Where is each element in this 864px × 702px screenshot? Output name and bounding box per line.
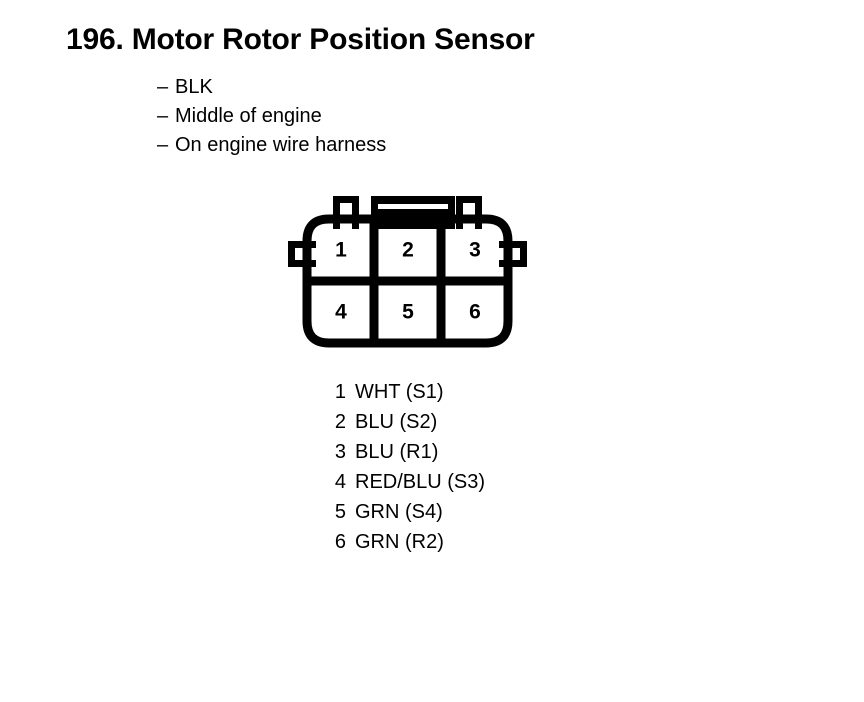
dash-icon: – [157,105,169,127]
connector-pin-grid [307,219,508,343]
connector-pin-3: 3 [469,239,481,262]
spec-list-item-label: BLK [175,76,213,98]
legend-pin-description: GRN (S4) [355,501,443,523]
connector-pin-6: 6 [469,301,481,324]
legend-row: 1 WHT (S1) [330,377,485,407]
legend-pin-description: BLU (R1) [355,441,439,463]
connector-right-latch-tab [499,241,527,267]
legend-row: 3 BLU (R1) [330,437,485,467]
connector-pin-2: 2 [402,239,414,262]
connector-svg: 1 2 3 4 5 6 [288,196,527,348]
spec-list: –BLK –Middle of engine –On engine wire h… [157,73,386,160]
connector-diagram: 1 2 3 4 5 6 [283,193,533,348]
legend-pin-description: WHT (S1) [355,381,444,403]
connector-pin-5: 5 [402,301,414,324]
legend-pin-description: GRN (R2) [355,531,444,553]
legend-pin-number: 1 [334,381,346,403]
connector-body [302,214,513,348]
spec-list-item: –BLK [157,73,386,102]
legend-pin-number: 6 [334,531,346,553]
legend-row: 4 RED/BLU (S3) [330,467,485,497]
dash-icon: – [157,76,169,98]
legend-pin-number: 5 [334,501,346,523]
connector-top-right-tab [456,196,482,229]
legend-pin-number: 3 [334,441,346,463]
spec-list-item: –Middle of engine [157,102,386,131]
legend-pin-number: 4 [334,471,346,493]
page-title: 196. Motor Rotor Position Sensor [66,23,535,56]
connector-left-latch-tab [288,241,316,267]
connector-pin-1: 1 [335,239,347,262]
connector-top-left-tab [333,196,359,229]
legend-row: 2 BLU (S2) [330,407,485,437]
spec-list-item: –On engine wire harness [157,131,386,160]
connector-pin-4: 4 [335,301,347,324]
legend-row: 5 GRN (S4) [330,497,485,527]
pin-legend: 1 WHT (S1) 2 BLU (S2) 3 BLU (R1) 4 RED/BLU (… [330,377,485,557]
legend-pin-number: 2 [334,411,346,433]
legend-pin-description: BLU (S2) [355,411,438,433]
spec-list-item-label: Middle of engine [175,105,322,127]
legend-pin-description: RED/BLU (S3) [355,471,486,493]
legend-row: 6 GRN (R2) [330,527,485,557]
dash-icon: – [157,134,169,156]
spec-list-item-label: On engine wire harness [175,134,387,156]
